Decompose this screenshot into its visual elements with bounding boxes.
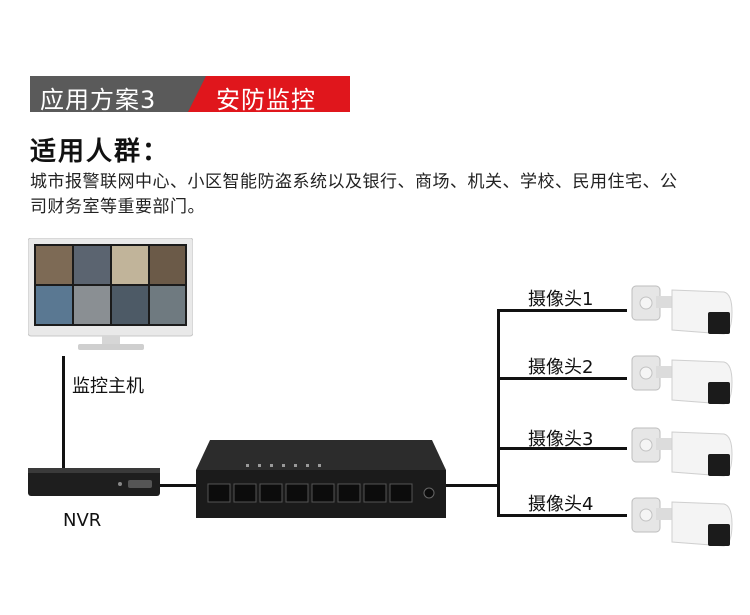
switch-icon — [196, 440, 446, 518]
wire-branch-camera-2 — [497, 377, 627, 380]
scheme-name: 安防监控 — [216, 86, 316, 114]
monitor-label: 监控主机 — [72, 376, 144, 397]
nvr-label: NVR — [63, 510, 102, 531]
camera-icon-3 — [631, 427, 733, 477]
scheme-tag: 应用方案3 安防监控 — [30, 76, 360, 114]
camera-label-2: 摄像头2 — [528, 357, 594, 378]
wire-branch-camera-1 — [497, 309, 627, 312]
wire-branch-camera-3 — [497, 447, 627, 450]
wire-switch-bus — [446, 484, 498, 487]
wire-branch-camera-4 — [497, 514, 627, 517]
monitor-icon — [28, 238, 193, 350]
camera-icon-2 — [631, 355, 733, 405]
camera-icon-4 — [631, 497, 733, 547]
audience-description: 城市报警联网中心、小区智能防盗系统以及银行、商场、机关、学校、民用住宅、公司财务… — [30, 172, 678, 217]
camera-label-1: 摄像头1 — [528, 289, 594, 310]
wire-camera-bus — [497, 309, 500, 517]
audience-title: 适用人群： — [30, 137, 171, 167]
scheme-tag-shape — [30, 76, 350, 112]
camera-label-3: 摄像头3 — [528, 429, 594, 450]
camera-icon-1 — [631, 285, 733, 335]
camera-label-4: 摄像头4 — [528, 494, 594, 515]
scheme-label: 应用方案3 — [40, 86, 157, 114]
wire-nvr-switch — [160, 484, 200, 487]
wire-monitor-nvr — [62, 356, 65, 468]
nvr-icon — [28, 468, 160, 496]
